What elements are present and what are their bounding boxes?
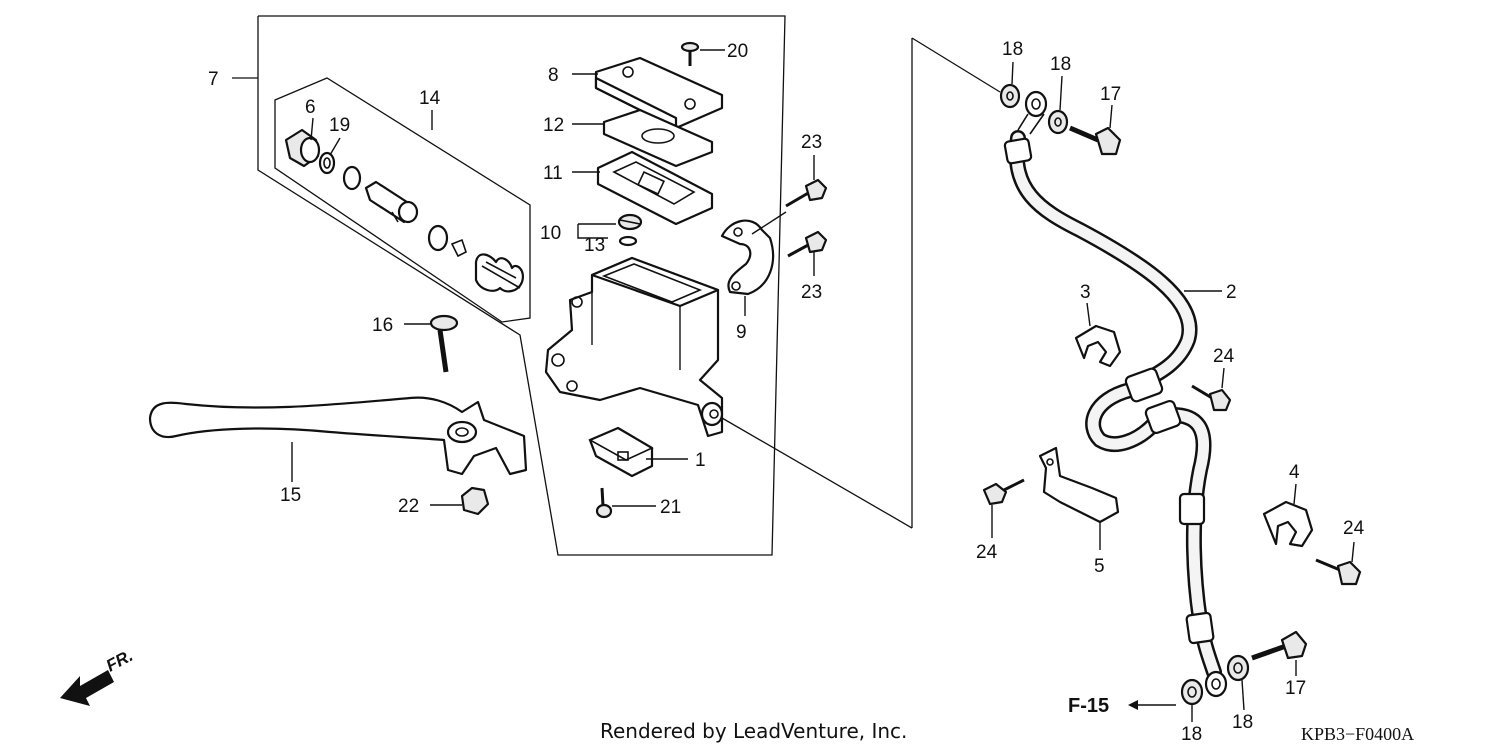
callout-1: 1 xyxy=(695,450,706,471)
callout-13: 13 xyxy=(584,235,605,256)
callout-8: 8 xyxy=(548,65,559,86)
callout-18-top-left: 18 xyxy=(1002,39,1023,60)
switch-screw xyxy=(595,487,613,519)
callout-18-bottom-right: 18 xyxy=(1232,712,1253,733)
callout-18-top-right: 18 xyxy=(1050,54,1071,75)
holder-bolt-upper xyxy=(785,178,828,208)
clamp-bolt-upper xyxy=(1191,384,1232,412)
brake-lever xyxy=(148,396,528,476)
leader-lines xyxy=(291,49,1355,722)
callout-20: 20 xyxy=(727,41,748,62)
cap-screw xyxy=(680,41,700,66)
hose-clamp-upper xyxy=(1074,324,1122,368)
sealing-washers xyxy=(999,83,1250,706)
footer-credit: Rendered by LeadVenture, Inc. xyxy=(600,719,907,743)
bracket-bolt xyxy=(982,478,1025,506)
front-direction-arrow-icon xyxy=(60,670,114,706)
pivot-nut xyxy=(460,486,490,516)
holder-bolt-lower xyxy=(787,230,828,258)
handlebar-holder xyxy=(720,219,775,296)
hose-routing-frame xyxy=(721,37,1001,529)
callout-23-upper: 23 xyxy=(801,132,822,153)
oil-bolt-lower xyxy=(1251,630,1308,661)
callout-24-lower: 24 xyxy=(1343,518,1365,539)
callout-21: 21 xyxy=(660,497,681,518)
callout-4: 4 xyxy=(1289,462,1300,483)
callout-18-bottom-left: 18 xyxy=(1181,724,1202,745)
callout-3: 3 xyxy=(1080,282,1091,303)
diagram-code: KPB3−F0400A xyxy=(1301,724,1414,744)
diaphragm-plate xyxy=(602,108,714,168)
callout-7: 7 xyxy=(208,69,219,90)
master-cylinder-assembly-frame xyxy=(232,15,786,556)
callout-11: 11 xyxy=(543,163,563,184)
diaphragm xyxy=(596,150,714,226)
reference-f15[interactable]: F-15 xyxy=(1068,695,1109,717)
reservoir-cap xyxy=(594,56,724,130)
brake-light-switch xyxy=(588,426,654,478)
piston-kit-parts xyxy=(284,128,524,293)
callout-12: 12 xyxy=(543,115,564,136)
piston-kit-frame xyxy=(274,77,531,323)
callout-2: 2 xyxy=(1226,282,1237,303)
callout-16: 16 xyxy=(372,315,393,336)
master-cylinder-body xyxy=(544,256,724,438)
callout-14: 14 xyxy=(419,88,441,109)
callout-9: 9 xyxy=(736,322,747,343)
callout-24-upper: 24 xyxy=(1213,346,1235,367)
callout-19: 19 xyxy=(329,115,350,136)
callout-17-upper: 17 xyxy=(1100,84,1121,105)
float-and-ring xyxy=(617,213,643,247)
oil-bolt-upper xyxy=(1069,125,1122,156)
brake-hose xyxy=(1003,90,1228,698)
lever-pivot-bolt xyxy=(429,314,459,373)
callout-17-lower: 17 xyxy=(1285,678,1306,699)
callout-24-bracket: 24 xyxy=(976,542,998,563)
hose-bracket xyxy=(1038,446,1120,524)
callout-5: 5 xyxy=(1094,556,1105,577)
callout-10: 10 xyxy=(540,223,561,244)
callout-6: 6 xyxy=(305,97,316,118)
callout-22: 22 xyxy=(398,496,419,517)
callout-23-lower: 23 xyxy=(801,282,822,303)
clamp-bolt-lower xyxy=(1315,558,1362,586)
hose-clamp-lower xyxy=(1262,500,1314,548)
callout-15: 15 xyxy=(280,485,301,506)
